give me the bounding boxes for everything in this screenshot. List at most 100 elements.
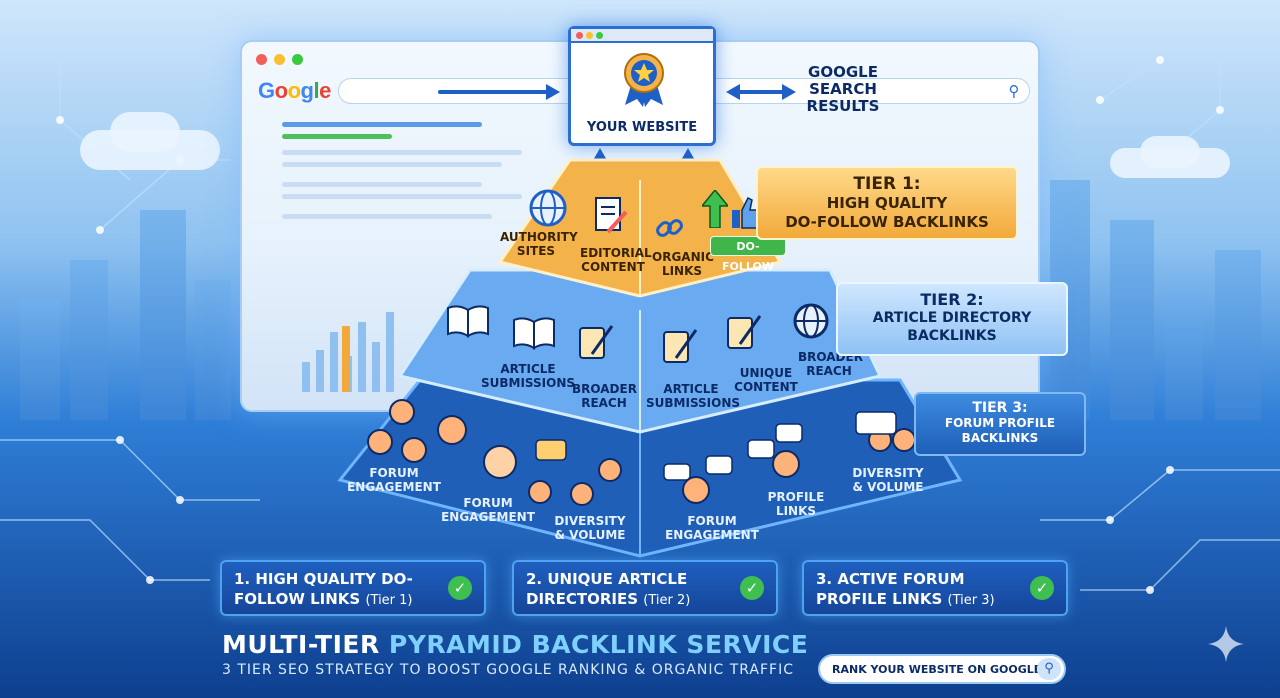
main-title: MULTI-TIER PYRAMID BACKLINK SERVICE — [222, 630, 808, 659]
feature-tier: (Tier 1) — [365, 593, 413, 608]
building — [1215, 250, 1261, 420]
tier1-item-organic-links: ORGANIC LINKS — [652, 250, 714, 278]
building — [140, 210, 186, 420]
feature-line: PROFILE LINKS — [816, 590, 943, 608]
tier2-item-article-submissions: ARTICLE SUBMISSIONS — [480, 362, 576, 390]
tier1-label: TIER 1: HIGH QUALITY DO-FOLLOW BACKLINKS — [756, 166, 1018, 240]
your-website-card: YOUR WEBSITE — [568, 26, 716, 146]
award-badge-icon — [624, 53, 664, 107]
close-dot — [256, 54, 267, 65]
tier3-item-profile-links: PROFILE LINKS — [767, 490, 825, 518]
feature-tier: (Tier 2) — [643, 593, 691, 608]
chat-bubble-icon — [705, 455, 733, 475]
subtitle: 3 TIER SEO STRATEGY TO BOOST GOOGLE RANK… — [222, 662, 794, 678]
serp-line: GOOGLE — [808, 63, 878, 81]
globe-icon — [793, 303, 829, 339]
search-icon[interactable]: ⚲ — [1037, 658, 1061, 680]
result-line — [282, 182, 482, 187]
feature-tier: (Tier 3) — [947, 593, 995, 608]
rank-website-search-button[interactable]: RANK YOUR WEBSITE ON GOOGLE ⚲ — [818, 654, 1066, 684]
tier3-heading: TIER 3: — [972, 400, 1028, 416]
dofollow-tag: DO-FOLLOW — [710, 236, 786, 273]
card-titlebar — [571, 29, 713, 43]
feature-line: 2. UNIQUE ARTICLE — [526, 570, 688, 588]
tier2-item-article-submissions: ARTICLE SUBMISSIONS — [646, 382, 741, 410]
feature-text: 1. HIGH QUALITY DO- FOLLOW LINKS (Tier 1… — [234, 569, 413, 611]
tier3-item-forum-engagement: FORUM ENGAGEMENT — [441, 496, 535, 524]
search-icon[interactable]: ⚲ — [1008, 82, 1020, 100]
open-book-icon — [447, 305, 489, 338]
chain-link-icon — [656, 219, 683, 237]
tier2-line: ARTICLE DIRECTORY — [872, 310, 1032, 326]
rank-button-label: RANK YOUR WEBSITE ON GOOGLE — [832, 663, 1042, 676]
feature-line: 3. ACTIVE FORUM — [816, 570, 965, 588]
tier3-item-diversity-volume: DIVERSITY & VOLUME — [554, 514, 626, 542]
building — [70, 260, 108, 420]
scroll-quill-icon — [663, 329, 698, 363]
tier1-item-authority-sites: AUTHORITY SITES — [500, 230, 578, 258]
sparkle-icon — [1208, 626, 1244, 662]
tier2-item-broader-reach: BROADER REACH — [572, 382, 637, 410]
google-logo: Google — [258, 78, 331, 103]
title-part: MULTI-TIER — [222, 630, 389, 659]
title-accent: PYRAMID BACKLINK SERVICE — [388, 630, 809, 659]
tier2-item-unique-content: UNIQUE CONTENT — [734, 366, 798, 394]
your-website-label: YOUR WEBSITE — [586, 120, 698, 135]
tier3-label: TIER 3: FORUM PROFILE BACKLINKS — [914, 392, 1086, 456]
result-line — [282, 134, 392, 139]
feature-line: FOLLOW LINKS — [234, 590, 361, 608]
document-pen-icon — [595, 197, 628, 234]
feature-line: DIRECTORIES — [526, 590, 639, 608]
maximize-dot — [596, 32, 603, 39]
serp-line: SEARCH — [809, 80, 877, 98]
chat-bubble-icon — [535, 439, 567, 461]
building — [20, 300, 60, 420]
check-icon: ✓ — [740, 576, 764, 600]
tier2-line: BACKLINKS — [907, 328, 997, 344]
result-line — [282, 122, 482, 127]
open-book-icon — [513, 317, 555, 350]
cloud — [110, 112, 180, 152]
window-controls — [256, 54, 303, 65]
feature-box-tier2: 2. UNIQUE ARTICLE DIRECTORIES (Tier 2) ✓ — [512, 560, 778, 616]
minimize-dot — [586, 32, 593, 39]
result-line — [282, 162, 502, 167]
tier1-line: HIGH QUALITY — [826, 194, 948, 212]
tier3-item-forum-engagement: FORUM ENGAGEMENT — [347, 466, 441, 494]
feature-box-tier3: 3. ACTIVE FORUM PROFILE LINKS (Tier 3) ✓ — [802, 560, 1068, 616]
google-search-results-label: GOOGLE SEARCH RESULTS — [800, 64, 886, 115]
thumbs-up-icon — [732, 196, 761, 229]
globe-icon — [529, 189, 567, 227]
tier3-line: BACKLINKS — [961, 431, 1039, 445]
tier2-label: TIER 2: ARTICLE DIRECTORY BACKLINKS — [836, 282, 1068, 356]
result-line — [282, 214, 492, 219]
scroll-quill-icon — [579, 325, 614, 359]
chat-bubble-icon — [775, 423, 803, 443]
window-controls — [576, 32, 603, 39]
feature-line: 1. HIGH QUALITY DO- — [234, 570, 413, 588]
maximize-dot — [292, 54, 303, 65]
feature-text: 2. UNIQUE ARTICLE DIRECTORIES (Tier 2) — [526, 569, 690, 611]
tier3-line: FORUM PROFILE — [944, 416, 1056, 430]
result-line — [282, 194, 522, 199]
serp-line: RESULTS — [806, 97, 880, 115]
tier2-heading: TIER 2: — [920, 290, 984, 309]
scroll-quill-icon — [727, 315, 762, 349]
cloud — [1140, 136, 1200, 168]
check-icon: ✓ — [1030, 576, 1054, 600]
building — [195, 280, 231, 420]
chat-bubble-icon — [663, 463, 691, 481]
tier3-item-forum-engagement: FORUM ENGAGEMENT — [665, 514, 759, 542]
close-dot — [576, 32, 583, 39]
result-line — [282, 150, 522, 155]
tier3-item-diversity-volume: DIVERSITY & VOLUME — [852, 466, 924, 494]
tier1-heading: TIER 1: — [853, 174, 921, 194]
chat-bubble-icon — [747, 439, 775, 459]
tier1-item-editorial-content: EDITORIAL CONTENT — [580, 246, 652, 274]
feature-text: 3. ACTIVE FORUM PROFILE LINKS (Tier 3) — [816, 569, 995, 611]
tier1-line: DO-FOLLOW BACKLINKS — [785, 213, 989, 231]
feature-box-tier1: 1. HIGH QUALITY DO- FOLLOW LINKS (Tier 1… — [220, 560, 486, 616]
